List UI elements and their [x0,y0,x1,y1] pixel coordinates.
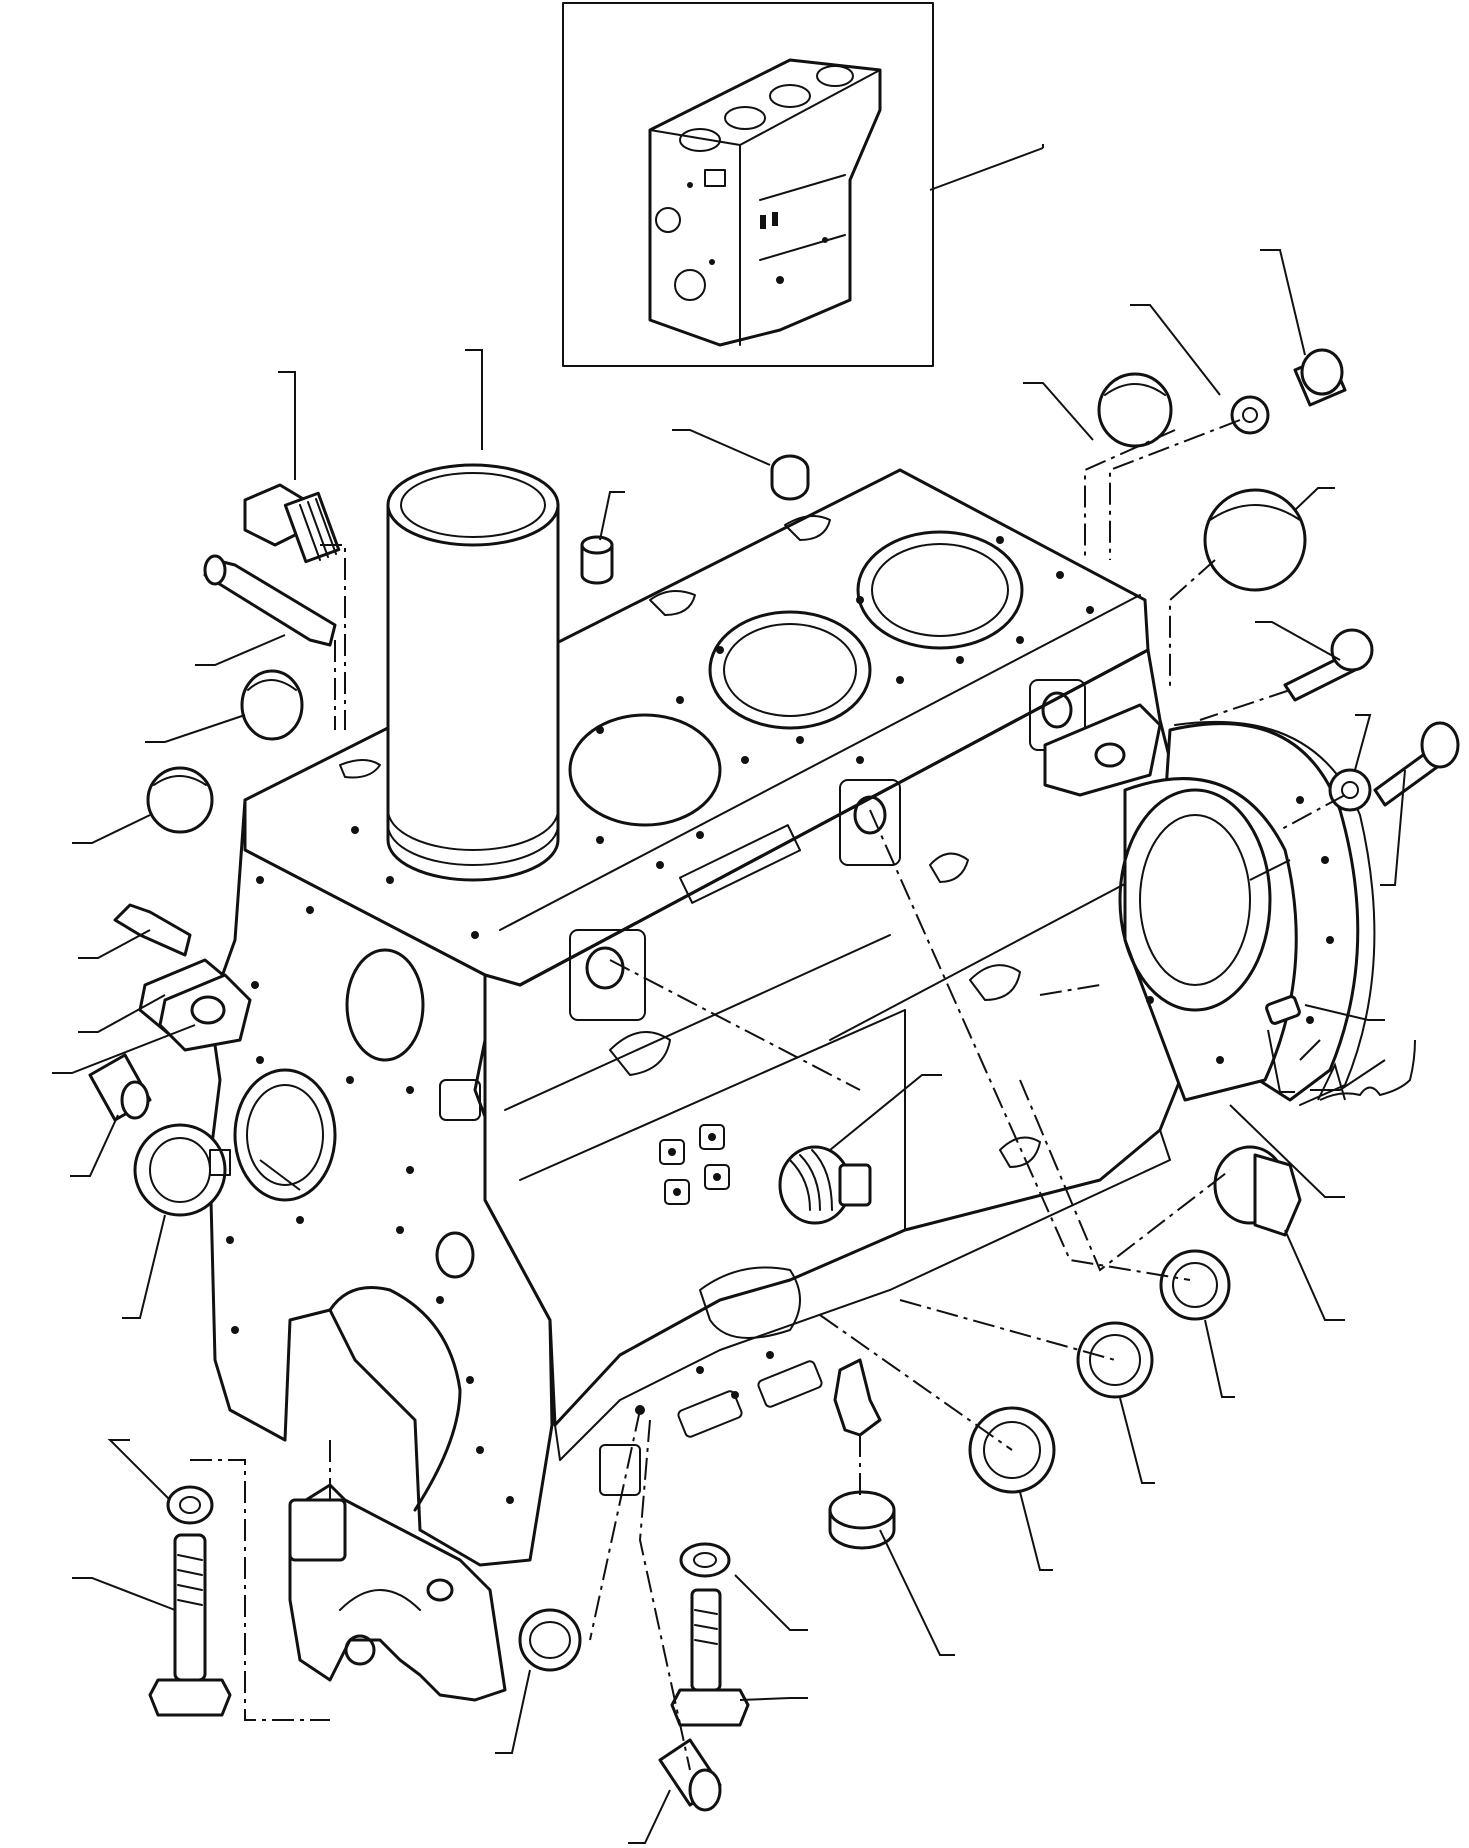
inset-thumbnail [562,2,1044,367]
washer-top-right [1230,395,1270,435]
main-bearing-cap [288,1483,507,1702]
inset-leader [929,147,1044,191]
callout-leader [739,1697,808,1701]
cap-bolt-left [148,1533,232,1717]
core-plug-large-right [1203,488,1307,592]
top-plug-small [770,454,810,501]
callout-leader [1229,1104,1345,1198]
hex-plug-top-left [243,483,341,564]
core-plug-2 [146,766,214,834]
callout-leader [107,1439,171,1501]
callout-leader [1310,1059,1386,1091]
callout-leader [879,1529,955,1656]
cylinder-block [208,468,1182,1567]
callout-leader [195,634,286,666]
callout-leader [78,994,166,1033]
callout-leader [259,1159,301,1191]
callout-leader [78,929,151,959]
cup-plug-4 [518,1608,582,1672]
callout-leader [122,1214,166,1319]
front-bore-upper [345,948,425,1062]
front-bore-lower [233,1068,337,1202]
cylinder-bore-2 [708,610,872,730]
threaded-plug-bottom [658,1738,722,1812]
core-plug-top-right [1097,372,1173,448]
callout-leader [145,714,246,743]
flange-plate [158,973,252,1052]
callout-leader [1130,304,1221,396]
cylinder-liner [386,463,560,882]
callout-leader [628,1789,671,1844]
cap-washer-right [679,1542,731,1578]
dowel-sleeve [580,535,614,585]
main-bearing-pads [659,1124,730,1205]
deck-bolt-holes [351,536,1094,939]
cylinder-bore-3 [856,530,1024,650]
callout-leader [1299,1039,1321,1061]
cap-washer-left [166,1485,214,1525]
callout-leader [1294,487,1335,511]
callout-leader [1267,1029,1295,1093]
threaded-plug-left [88,1053,152,1122]
threaded-plug-center [778,1145,872,1225]
bolt-far-right [1373,721,1460,807]
assembly-centerlines [190,419,1346,1771]
banjo-plug-top-right [1293,348,1347,407]
callout-leader [1284,1229,1345,1321]
oil-pan-rail [554,1129,1171,1461]
callout-leader [1260,249,1306,356]
callout-leader [278,371,296,480]
callout-leader [1019,1491,1053,1571]
callout-leader [495,1669,531,1754]
small-bolt-left [113,903,192,957]
callout-leaders [52,249,1406,1844]
callout-leader [1354,714,1372,771]
core-plug-1 [240,669,304,741]
callout-leader [1204,1319,1235,1398]
long-bolt [203,554,337,647]
cylinder-bore-1 [568,713,722,827]
flange-bolt-right [1283,628,1374,702]
callout-leader [72,814,151,844]
inset-frame [562,2,934,367]
callout-leader [465,349,483,450]
hex-plug-right [1213,1145,1302,1237]
callout-leader [1380,769,1406,886]
callout-leader [1119,1397,1155,1484]
cup-plug-1 [1159,1249,1231,1321]
pan-plug [828,1490,896,1550]
callout-leader [72,1577,176,1611]
callout-leader [1249,859,1291,881]
cap-bolt-right [670,1588,750,1727]
camshaft-bushing [133,1123,231,1217]
cup-plug-2 [1076,1321,1154,1399]
callout-leader [599,491,625,541]
callout-leader [1255,621,1341,661]
callout-leader [52,1024,196,1074]
callout-leader [70,1114,119,1177]
callout-leader [672,429,771,466]
callout-leader [1023,382,1094,441]
callout-leader [734,1574,808,1631]
inset-block-drawing [648,58,882,347]
callout-leader [829,1074,942,1151]
callout-leader [1304,1004,1385,1021]
washer-right [1328,768,1372,812]
